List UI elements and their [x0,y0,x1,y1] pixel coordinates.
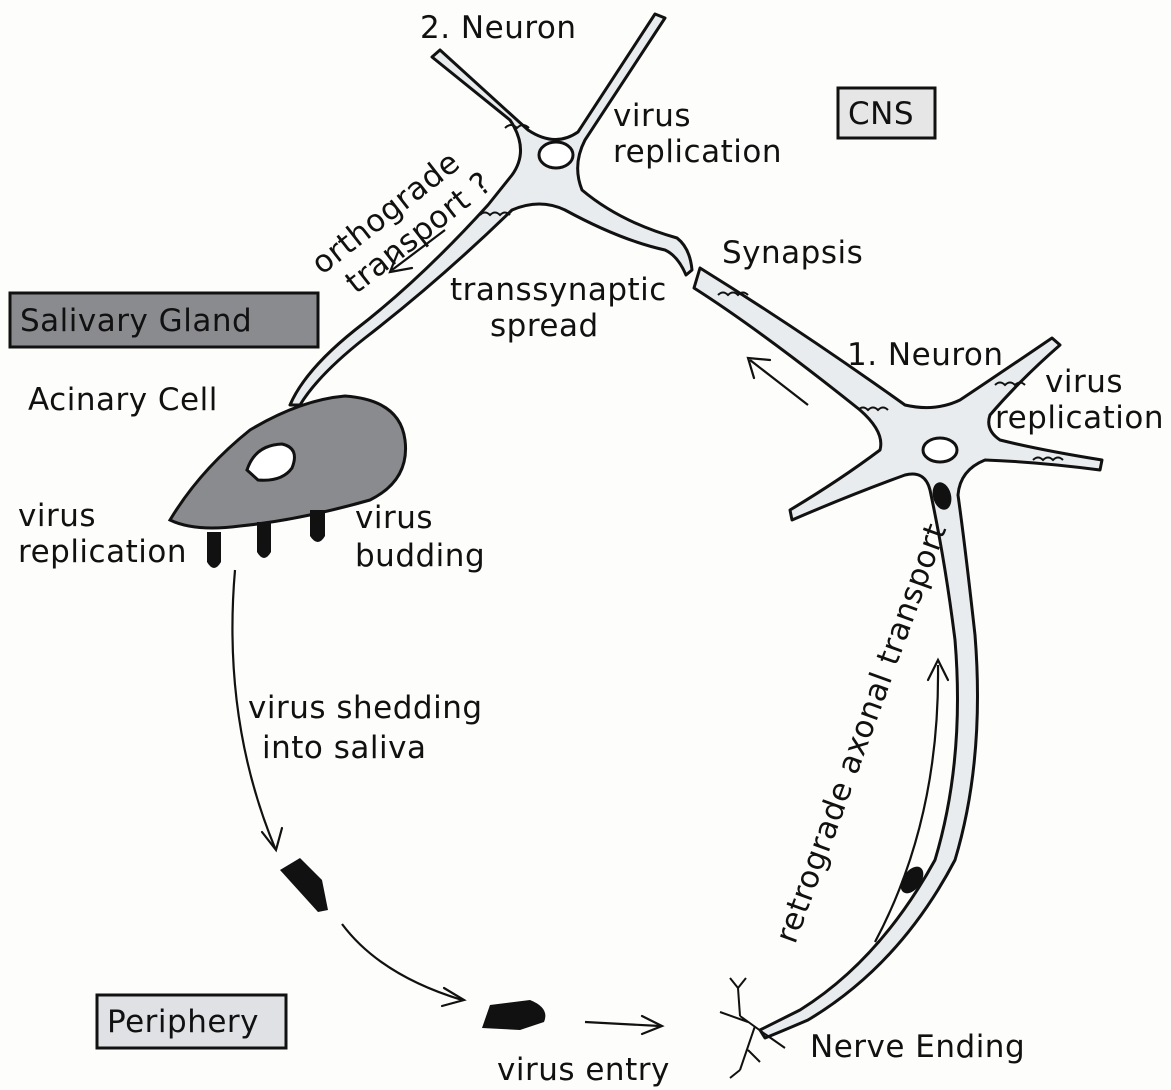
neuron-1-nucleus [923,438,957,462]
nerve-ending-label: Nerve Ending [810,1029,1025,1065]
cns-label: CNS [848,96,914,132]
virus-replication-left-line1: virus [18,498,96,534]
transsynaptic-line1: transsynaptic [450,272,667,308]
virus-replication-right-line2: replication [995,400,1164,436]
periphery-box: Periphery [97,995,286,1048]
budding-virus-icon [310,510,325,542]
budding-virus-icon [207,532,221,568]
salivary-gland-label: Salivary Gland [20,303,252,339]
entering-virus-icon [482,1000,545,1030]
acinary-cell-label: Acinary Cell [28,382,218,418]
entry-arrow [585,1022,660,1026]
synapsis-label: Synapsis [722,235,863,271]
transsynaptic-arrow [750,360,808,405]
neuron-1-label: 1. Neuron [847,337,1004,373]
virus-replication-top-line2: replication [613,134,782,170]
salivary-gland-box: Salivary Gland [10,293,318,347]
virus-entry-label: virus entry [497,1052,670,1088]
cns-box: CNS [838,88,935,138]
neuron-2-label: 2. Neuron [420,10,577,46]
neuron-2 [290,14,692,405]
neuron-2-nucleus [539,142,573,168]
periphery-label: Periphery [107,1004,259,1040]
shedding-line2: into saliva [262,730,426,766]
shed-virus-icon [280,858,328,912]
transsynaptic-line2: spread [490,308,599,344]
virus-budding-line2: budding [355,538,485,574]
budding-virus-icon [257,522,271,558]
virus-budding-line1: virus [355,500,433,536]
virus-replication-left-line2: replication [18,534,187,570]
shedding-line1: virus shedding [248,690,483,726]
virus-replication-top-line1: virus [613,98,691,134]
virus-replication-right-line1: virus [1045,364,1123,400]
